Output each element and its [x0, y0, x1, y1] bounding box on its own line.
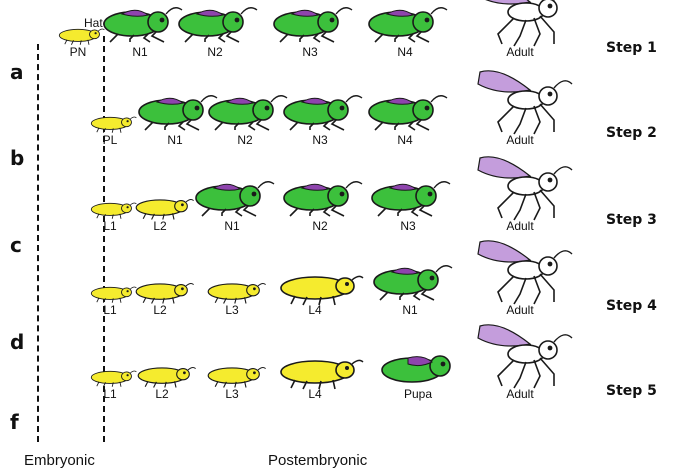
stage-label: L2 [155, 388, 168, 400]
embryonic-boundary-line [37, 44, 39, 442]
stage-label: N4 [397, 134, 412, 146]
stage-label: L3 [225, 304, 238, 316]
stage-label: N3 [312, 134, 327, 146]
step-label: Step 3 [606, 212, 657, 228]
stage-label: Pupa [404, 388, 432, 400]
stage-label: L4 [308, 388, 321, 400]
stage-label: N2 [207, 46, 222, 58]
stage-label: N2 [237, 134, 252, 146]
step-label: Step 5 [606, 383, 657, 399]
stage-label: N1 [402, 304, 417, 316]
embryonic-label: Embryonic [24, 452, 95, 469]
step-label: Step 1 [606, 40, 657, 56]
row-letter-d: d [10, 330, 24, 354]
stage-label: Adult [506, 46, 533, 58]
stage-label: Adult [506, 220, 533, 232]
row-letter-f: f [10, 410, 19, 434]
stage-label: Adult [506, 304, 533, 316]
stage-label: N1 [167, 134, 182, 146]
stage-label: L2 [153, 304, 166, 316]
row-letter-b: b [10, 146, 24, 170]
postembryonic-label: Postembryonic [268, 452, 367, 469]
stage-label: L3 [225, 388, 238, 400]
step-label: Step 4 [606, 298, 657, 314]
stage-label: Adult [506, 388, 533, 400]
stage-label: N3 [400, 220, 415, 232]
step-label: Step 2 [606, 125, 657, 141]
stage-label: N4 [397, 46, 412, 58]
stage-label: N1 [132, 46, 147, 58]
row-letter-c: c [10, 233, 22, 257]
stage-label: Adult [506, 134, 533, 146]
stage-label: N3 [302, 46, 317, 58]
stage-label: L2 [153, 220, 166, 232]
stage-label: L4 [308, 304, 321, 316]
stage-label: N1 [224, 220, 239, 232]
stage-label: N2 [312, 220, 327, 232]
row-letter-a: a [10, 60, 24, 84]
